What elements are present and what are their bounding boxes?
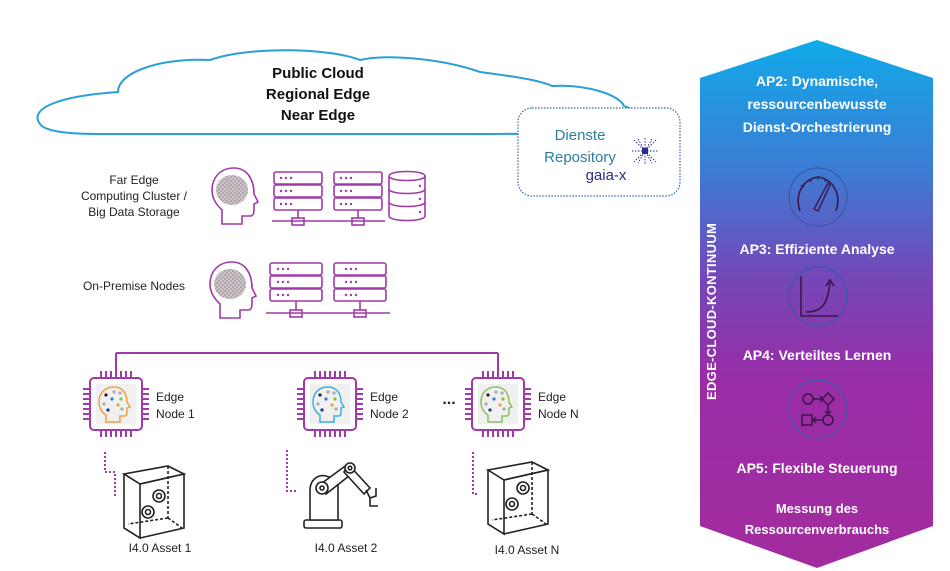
asset-2-link — [286, 450, 298, 492]
asset-2-label: I4.0 Asset 2 — [315, 541, 378, 555]
cloud-label-near: Near Edge — [281, 107, 355, 124]
on-premise-tier: On-Premise Nodes — [83, 261, 390, 319]
server-rack-icon — [273, 171, 323, 226]
ellipsis: ... — [442, 391, 455, 408]
edge-node-2-label-line2: Node 2 — [370, 407, 409, 421]
edge-node-n-label-line1: Edge — [538, 390, 566, 404]
edge-node-1-label-line2: Node 1 — [156, 407, 195, 421]
repository-label-line1: Dienste — [555, 127, 606, 144]
on-premise-label: On-Premise Nodes — [83, 279, 185, 293]
processor-chip-icon — [83, 371, 149, 437]
speedometer-icon — [788, 167, 848, 227]
server-rack-icon — [333, 262, 387, 318]
growth-chart-icon — [788, 266, 848, 326]
cabinet-icon — [121, 465, 187, 540]
asset-1-link — [104, 452, 116, 496]
ai-brain-head-icon — [98, 386, 132, 423]
service-repository: Dienste Repository gaia-x — [517, 107, 681, 197]
far-edge-label-line2: Computing Cluster / — [81, 189, 188, 203]
cloud-label-public: Public Cloud — [272, 65, 364, 82]
asset-2: I4.0 Asset 2 — [286, 450, 378, 555]
asset-1: I4.0 Asset 1 — [104, 452, 192, 555]
processor-chip-icon — [297, 371, 363, 437]
edge-node-n-label-line2: Node N — [538, 407, 579, 421]
ap5-title: AP5: Flexible Steuerung — [736, 460, 897, 476]
cloud-label-regional: Regional Edge — [266, 86, 370, 103]
ai-brain-head-icon — [211, 167, 260, 225]
far-edge-label-line1: Far Edge — [109, 173, 159, 187]
ap3-title: AP3: Effiziente Analyse — [739, 241, 894, 257]
gaia-x-logo-text: gaia-x — [586, 167, 627, 184]
continuum-vertical-label: EDGE-CLOUD-KONTINUUM — [704, 223, 719, 400]
ap2-title-line3: Dienst-Orchestrierung — [743, 119, 892, 135]
ai-brain-head-icon — [209, 261, 258, 319]
far-edge-tier: Far Edge Computing Cluster / Big Data St… — [81, 167, 426, 226]
asset-1-label: I4.0 Asset 1 — [129, 541, 192, 555]
repository-label-line2: Repository — [544, 149, 616, 166]
server-rack-icon — [269, 262, 323, 318]
ai-brain-head-icon — [480, 386, 514, 423]
ai-brain-head-icon — [312, 386, 346, 423]
workflow-icon — [788, 379, 848, 439]
server-rack-icon — [333, 171, 383, 226]
ap4-title: AP4: Verteiltes Lernen — [743, 347, 892, 363]
measurement-line2: Ressourcenverbrauchs — [745, 522, 890, 537]
measurement-line1: Messung des — [776, 501, 858, 516]
asset-n-label: I4.0 Asset N — [495, 543, 560, 557]
edge-cloud-continuum-panel: EDGE-CLOUD-KONTINUUM AP2: Dynamische, re… — [700, 40, 933, 568]
edge-node-1-label-line1: Edge — [156, 390, 184, 404]
gaia-x-center-mark — [642, 148, 648, 154]
database-icon — [388, 170, 426, 222]
cabinet-icon — [485, 461, 551, 536]
edge-node-2-label-line1: Edge — [370, 390, 398, 404]
processor-chip-icon — [465, 371, 531, 437]
asset-n: I4.0 Asset N — [472, 452, 560, 557]
panel-background — [700, 40, 933, 568]
robot-arm-icon — [303, 462, 378, 529]
ap2-title-line1: AP2: Dynamische, — [756, 73, 878, 89]
ap2-title-line2: ressourcenbewusste — [747, 96, 886, 112]
asset-n-link — [472, 452, 478, 495]
far-edge-label-line3: Big Data Storage — [88, 205, 180, 219]
